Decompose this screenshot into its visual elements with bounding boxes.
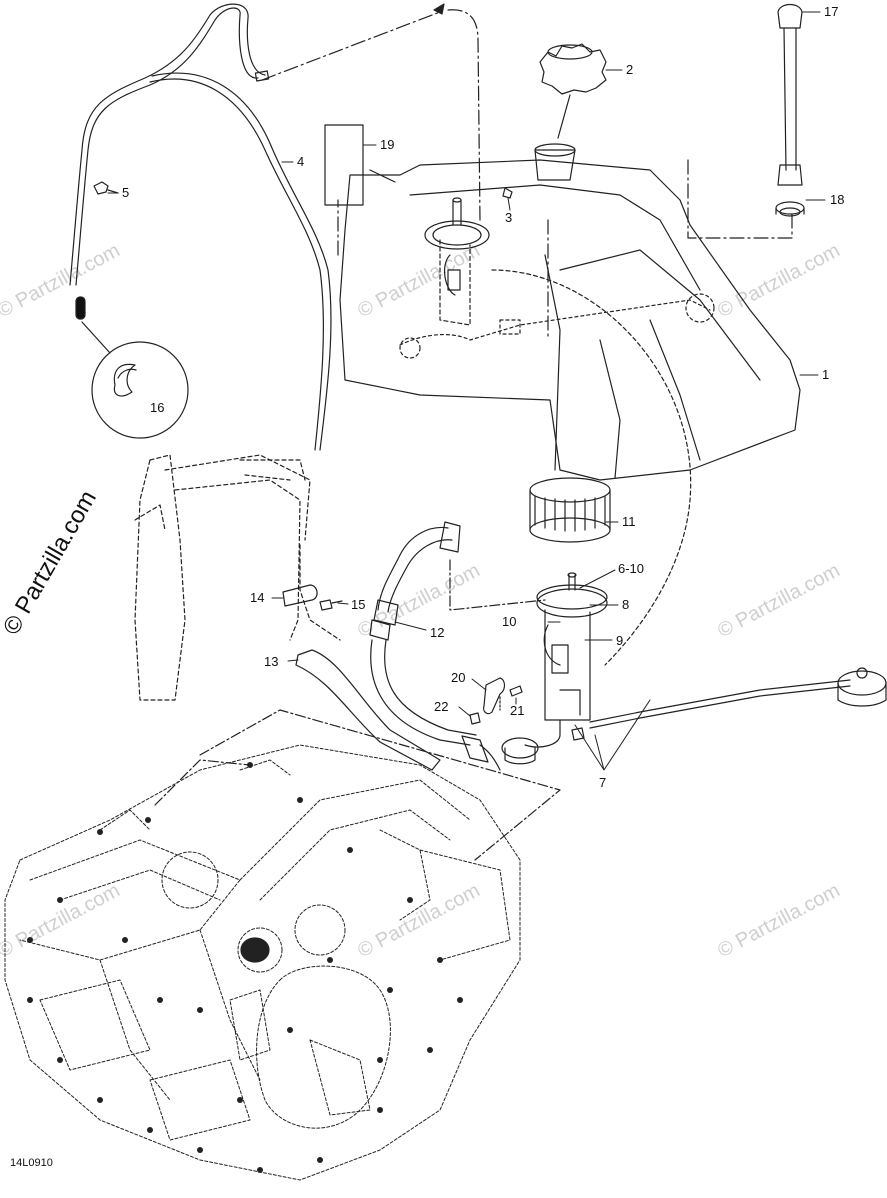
callout-15: 15 <box>351 597 366 612</box>
callout-12: 12 <box>430 625 445 640</box>
callout-14: 14 <box>250 590 265 605</box>
callout-17: 17 <box>824 4 839 19</box>
clamp-20 <box>469 677 523 725</box>
callout-13: 13 <box>264 654 279 669</box>
engine-bolts <box>27 762 463 1173</box>
engine <box>4 744 521 1181</box>
callout-21: 21 <box>510 703 525 718</box>
fuel-tank <box>339 143 801 481</box>
callout-16: 16 <box>150 400 165 415</box>
callout-7: 7 <box>599 775 607 790</box>
fuel-cap <box>539 43 607 139</box>
fuel-pump-module <box>501 572 887 765</box>
leader-lines <box>154 559 561 861</box>
callout-4: 4 <box>297 154 305 169</box>
vent-hose <box>69 3 332 451</box>
arrow-head <box>433 3 445 15</box>
label-19 <box>324 124 364 206</box>
callout-9: 9 <box>616 633 624 648</box>
engine-emblem <box>240 937 270 963</box>
routing-line <box>261 9 793 341</box>
callout-5: 5 <box>122 185 130 200</box>
callout-1: 1 <box>822 367 830 382</box>
callout-leaders <box>107 11 826 771</box>
callout-19: 19 <box>380 137 395 152</box>
callout-3: 3 <box>505 210 513 225</box>
assembly-arc <box>491 269 692 666</box>
callout-11: 11 <box>622 514 636 529</box>
callout-10: 10 <box>502 614 517 629</box>
callout-6-10: 6-10 <box>618 561 645 576</box>
fuel-hose <box>295 521 501 771</box>
callout-2: 2 <box>626 62 634 77</box>
callout-8: 8 <box>622 597 630 612</box>
level-sender <box>775 3 805 217</box>
callout-20: 20 <box>451 670 466 685</box>
clip-5 <box>93 181 119 195</box>
vehicle-frame <box>134 454 341 701</box>
detail-16 <box>75 296 189 439</box>
callout-18: 18 <box>830 192 845 207</box>
lock-ring <box>529 477 611 543</box>
drawing-code: 14L0910 <box>10 1157 53 1169</box>
callout-22: 22 <box>434 699 449 714</box>
clamp-14 <box>282 584 343 611</box>
